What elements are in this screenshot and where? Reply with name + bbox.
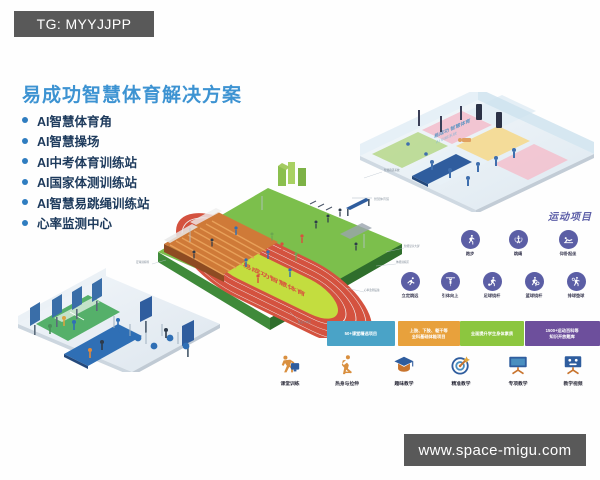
- volleyball-icon: [566, 272, 586, 291]
- teaching-item[interactable]: 专项教学: [490, 352, 546, 387]
- teaching-item[interactable]: 课堂训练: [262, 352, 318, 387]
- basketball-dribble-icon: [524, 272, 544, 291]
- running-icon: [460, 230, 480, 249]
- event-label: 跑步: [465, 251, 475, 256]
- event-label: 仰卧起坐: [559, 251, 577, 256]
- feature-tag-line: 全面提升学生身体素质: [470, 330, 514, 336]
- indoor-smart-gym-illustration: [14, 268, 224, 376]
- bullet-item: AI国家体测训练站: [22, 172, 252, 193]
- long-jump-icon: [400, 272, 420, 291]
- bullet-item: AI智慧易跳绳训练站: [22, 192, 252, 213]
- feature-tag[interactable]: 全面提升学生身体素质: [460, 321, 524, 346]
- feature-tag-line: 知识开放题库: [549, 333, 576, 339]
- bullet-label: AI智慧操场: [37, 135, 100, 150]
- teaching-label: 趣味教学: [394, 381, 414, 387]
- event-item[interactable]: 跳绳: [500, 230, 536, 257]
- bullet-label: AI智慧体育角: [37, 114, 113, 129]
- teaching-label: 精准教学: [451, 381, 471, 387]
- video-board-icon: [545, 352, 600, 378]
- event-label: 排球垫球: [567, 293, 585, 298]
- event-item[interactable]: 仰卧起坐: [550, 230, 586, 257]
- event-item[interactable]: 排球垫球: [558, 272, 594, 299]
- teaching-feature-row: 课堂训练 热身与拉伸 趣味教学: [262, 352, 600, 400]
- bullet-dot-icon: [22, 178, 28, 185]
- event-item[interactable]: 篮球绕杆: [516, 272, 552, 299]
- bullet-item: 心率监测中心: [22, 213, 252, 234]
- stretching-icon: [319, 352, 375, 378]
- bullet-label: AI中考体育训练站: [37, 155, 138, 170]
- page-title: 易成功智慧体育解决方案: [22, 85, 243, 106]
- watermark-bottom-right: www.space-migu.com: [404, 434, 586, 466]
- feature-tag[interactable]: 上肢、下肢、躯干等 全科基础体能项目: [398, 321, 460, 346]
- indoor-training-facility-illustration: 易成功 智慧体育 AI 训练系统: [352, 88, 598, 214]
- bullet-dot-icon: [22, 137, 28, 144]
- jump-rope-icon: [508, 230, 528, 249]
- teaching-item[interactable]: 热身与拉伸: [319, 352, 375, 387]
- situp-icon: [558, 230, 578, 249]
- feature-tag-line: 全科基础体能项目: [412, 333, 446, 339]
- teaching-label: 课堂训练: [280, 381, 300, 387]
- sports-events-panel: 运动项目 跑步 跳绳 仰卧起坐 立定跳远: [392, 208, 600, 316]
- feature-bullet-list: AI智慧体育角 AI智慧操场 AI中考体育训练站 AI国家体测训练站 AI智慧易…: [22, 110, 252, 233]
- feature-tag[interactable]: 50+课堂精选项目: [327, 321, 395, 346]
- bullet-item: AI智慧操场: [22, 131, 252, 152]
- bullet-dot-icon: [22, 219, 28, 226]
- watermark-top-left: TG: MYYJJPP: [14, 11, 154, 37]
- feature-tag[interactable]: 1500+运动百科等 知识开放题库: [525, 321, 600, 346]
- teaching-label: 专项教学: [508, 381, 528, 387]
- bullet-dot-icon: [22, 158, 28, 165]
- svg-text:智慧体育馆: 智慧体育馆: [374, 196, 389, 201]
- events-panel-title: 运动项目: [548, 212, 592, 223]
- bullet-label: 心率监测中心: [37, 217, 113, 232]
- feature-tag-line: 50+课堂精选项目: [344, 330, 378, 336]
- teaching-label: 教学视频: [563, 381, 583, 387]
- event-item[interactable]: 引体向上: [432, 272, 468, 299]
- event-item[interactable]: 立定跳远: [392, 272, 428, 299]
- bullet-item: AI智慧体育角: [22, 110, 252, 131]
- bullet-label: AI智慧易跳绳训练站: [37, 196, 150, 211]
- target-icon: [433, 352, 489, 378]
- event-label: 篮球绕杆: [525, 293, 543, 298]
- bullet-dot-icon: [22, 117, 28, 124]
- feature-tag-line: 1500+运动百科等: [546, 327, 579, 333]
- feature-tag-row: 50+课堂精选项目 上肢、下肢、躯干等 全科基础体能项目 全面提升学生身体素质 …: [327, 321, 600, 348]
- teaching-item[interactable]: 精准教学: [433, 352, 489, 387]
- classroom-training-icon: [262, 352, 318, 378]
- event-label: 立定跳远: [401, 293, 419, 298]
- isometric-running-track-illustration: 易成功智慧体育: [150, 148, 410, 338]
- pullup-icon: [440, 272, 460, 291]
- graduation-cap-icon: [376, 352, 432, 378]
- whiteboard-icon: [490, 352, 546, 378]
- event-item[interactable]: 足球绕杆: [474, 272, 510, 299]
- teaching-label: 热身与拉伸: [335, 381, 359, 387]
- track-callout: 足球训练场: [136, 261, 149, 264]
- teaching-item[interactable]: 趣味教学: [376, 352, 432, 387]
- event-item[interactable]: 跑步: [452, 230, 488, 257]
- event-label: 足球绕杆: [483, 293, 501, 298]
- bullet-label: AI国家体测训练站: [37, 176, 138, 191]
- teaching-item[interactable]: 教学视频: [545, 352, 600, 387]
- event-label: 引体向上: [441, 293, 459, 298]
- football-dribble-icon: [482, 272, 502, 291]
- bullet-item: AI中考体育训练站: [22, 151, 252, 172]
- feature-tag-line: 上肢、下肢、躯干等: [410, 327, 448, 333]
- event-label: 跳绳: [513, 251, 523, 256]
- bullet-dot-icon: [22, 199, 28, 206]
